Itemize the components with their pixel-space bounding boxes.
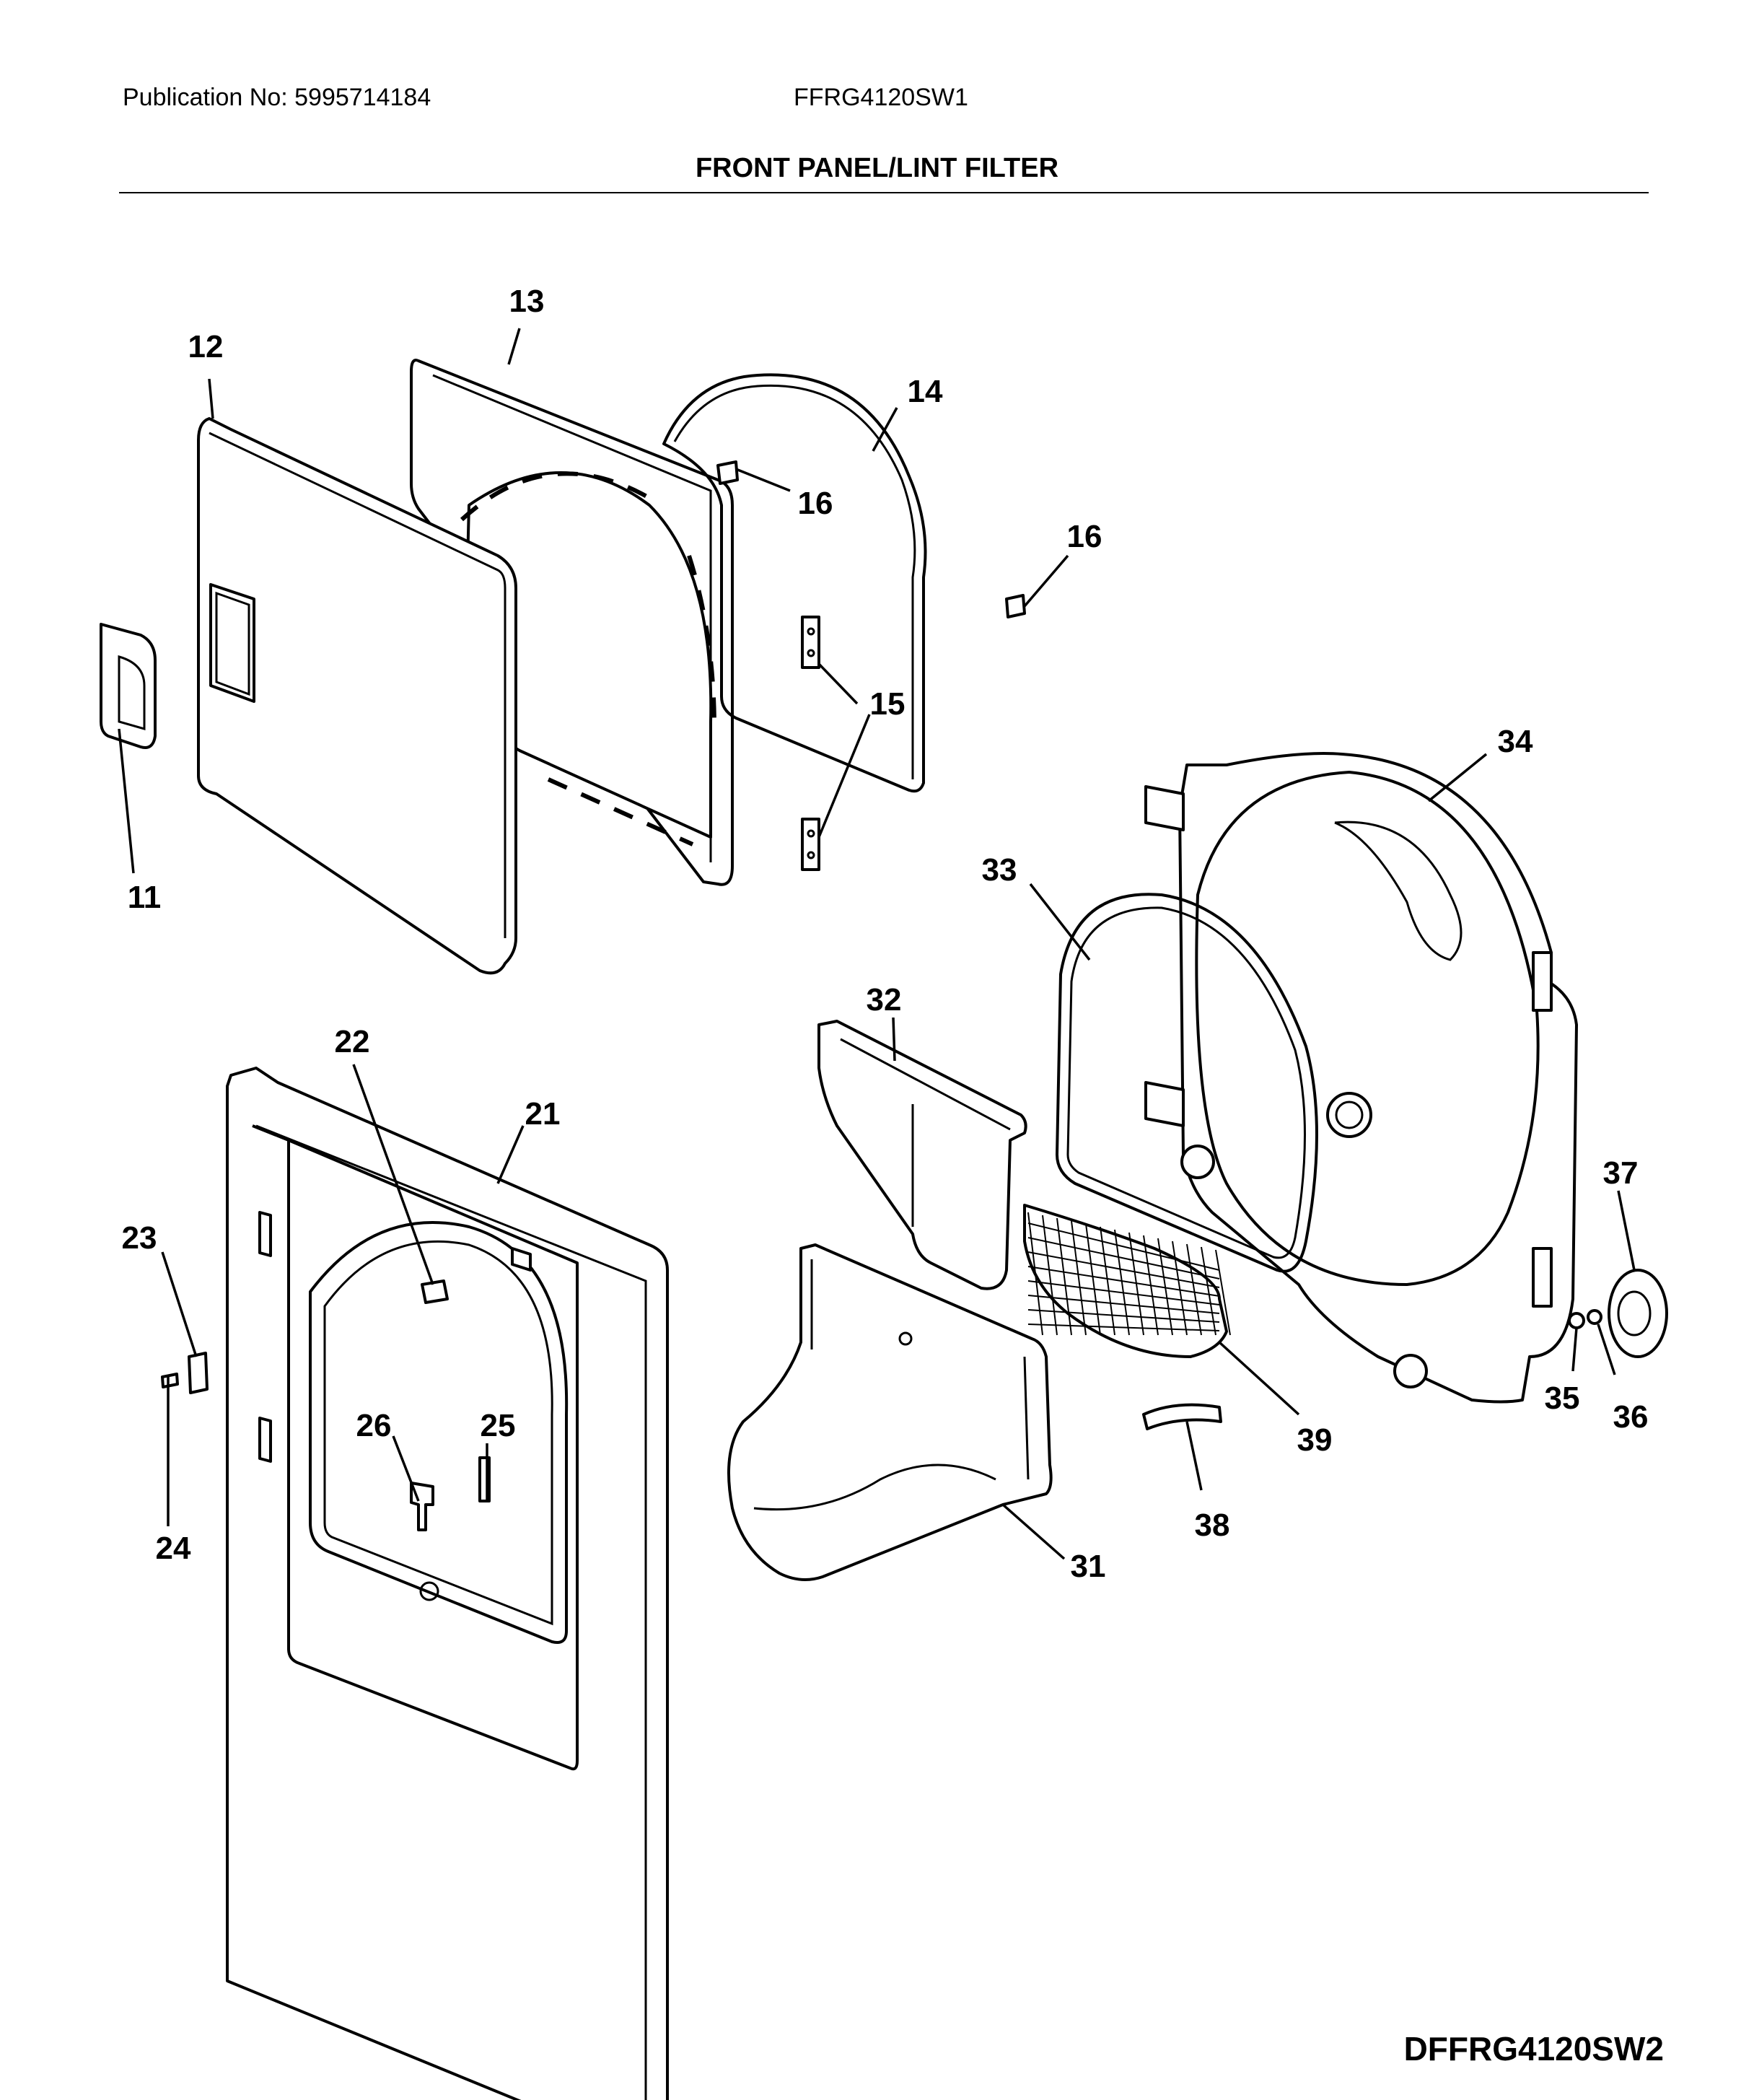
mesh-line — [1027, 1266, 1220, 1297]
part-12-door-outer-panel — [197, 417, 517, 975]
mesh-line — [1071, 1220, 1087, 1336]
callout-16a: 16 — [798, 486, 833, 521]
callout-33: 33 — [982, 852, 1017, 888]
mesh-line — [1027, 1222, 1220, 1271]
mesh-line — [1215, 1249, 1231, 1336]
part-13-door-inner-frame — [410, 359, 734, 886]
callout-38: 38 — [1195, 1508, 1230, 1543]
callout-36: 36 — [1613, 1399, 1649, 1435]
mesh-line — [1027, 1309, 1220, 1323]
part-34-drum-front-bulkhead — [1144, 752, 1578, 1404]
part-16-clip — [716, 460, 1026, 618]
page-title: FRONT PANEL/LINT FILTER — [695, 153, 1059, 183]
callout-16b: 16 — [1067, 519, 1102, 554]
mesh-line — [1201, 1246, 1216, 1336]
mesh-line — [1085, 1223, 1101, 1336]
diagram-code: DFFRG4120SW2 — [1403, 2030, 1664, 2068]
model-number: FFRG4120SW1 — [794, 84, 968, 111]
callout-leaders — [118, 328, 1636, 1560]
callout-13: 13 — [509, 284, 545, 319]
mesh-line — [1027, 1280, 1220, 1305]
header-divider — [119, 192, 1649, 193]
callout-26: 26 — [356, 1408, 392, 1443]
mesh-line — [1027, 1237, 1220, 1279]
callout-35: 35 — [1545, 1381, 1580, 1416]
part-38-lint-filter-gasket — [1142, 1403, 1222, 1430]
part-24-screw — [161, 1373, 179, 1388]
callout-23: 23 — [122, 1220, 157, 1256]
mesh-line — [1056, 1217, 1072, 1336]
part-36-washer — [1587, 1309, 1602, 1325]
callout-31: 31 — [1071, 1549, 1106, 1584]
part-15-hinge — [801, 616, 820, 871]
mesh-line — [1100, 1226, 1115, 1336]
part-33-bulkhead-seal — [1056, 893, 1318, 1273]
callout-21: 21 — [525, 1096, 561, 1132]
callout-12: 12 — [188, 329, 224, 364]
callout-14: 14 — [908, 374, 943, 409]
part-14-door-seal — [662, 373, 927, 793]
mesh-line — [1027, 1212, 1043, 1336]
mesh-line — [1114, 1229, 1130, 1336]
callout-11: 11 — [128, 880, 162, 915]
part-22-door-switch — [421, 1279, 449, 1304]
mesh-line — [1027, 1324, 1220, 1331]
mesh-line — [1042, 1215, 1058, 1336]
callout-34: 34 — [1498, 724, 1533, 759]
part-37-bearing-plate — [1608, 1269, 1668, 1358]
part-32-lint-filter-housing — [817, 1020, 1027, 1290]
mesh-line — [1027, 1251, 1220, 1288]
callout-22: 22 — [335, 1024, 370, 1059]
part-31-lint-duct — [727, 1243, 1053, 1581]
part-11-door-handle — [100, 623, 157, 749]
callout-15: 15 — [870, 686, 905, 722]
callout-32: 32 — [867, 982, 902, 1018]
part-21-front-panel — [226, 1067, 669, 2100]
callout-37: 37 — [1603, 1155, 1639, 1191]
publication-number: Publication No: 5995714184 — [123, 84, 431, 111]
part-39-lint-screen — [1023, 1204, 1231, 1358]
part-23-bracket — [188, 1352, 209, 1394]
callout-39: 39 — [1297, 1422, 1333, 1458]
callout-25: 25 — [481, 1408, 516, 1443]
part-35-nut — [1568, 1312, 1585, 1329]
mesh-line — [1027, 1295, 1220, 1314]
callout-24: 24 — [156, 1531, 191, 1566]
mesh-line — [1186, 1243, 1202, 1336]
